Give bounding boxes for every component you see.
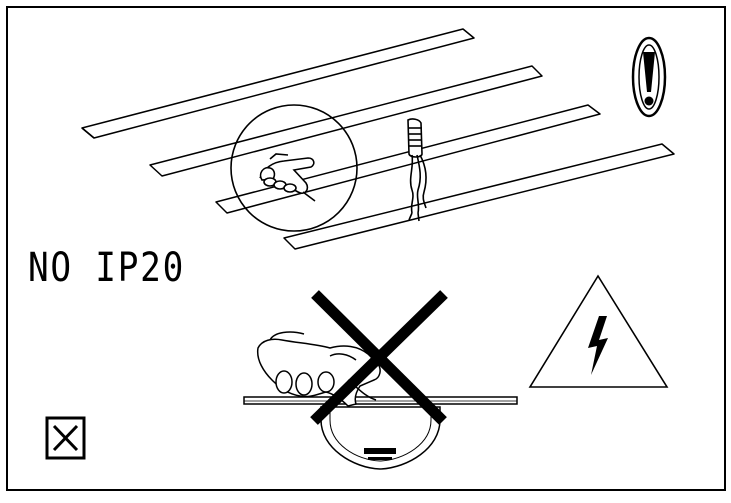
high-voltage-warning-icon — [528, 274, 669, 388]
strip-1 — [81, 28, 475, 139]
strip-2 — [149, 65, 543, 177]
ceiling-strips — [81, 28, 675, 250]
device-brand-label — [364, 448, 396, 454]
touching-hand-scene — [243, 331, 518, 470]
strip-3 — [215, 104, 601, 214]
cross-out-mark — [310, 290, 448, 425]
no-ip20-label: NO IP20 — [28, 245, 186, 291]
exclamation-icon — [631, 36, 667, 118]
strip-4 — [283, 143, 675, 250]
not-allowed-box-icon — [45, 416, 86, 460]
instruction-panel — [6, 6, 726, 491]
cable-wires — [407, 118, 427, 222]
magnifier-hand — [230, 104, 358, 232]
installation-illustration — [45, 28, 675, 470]
